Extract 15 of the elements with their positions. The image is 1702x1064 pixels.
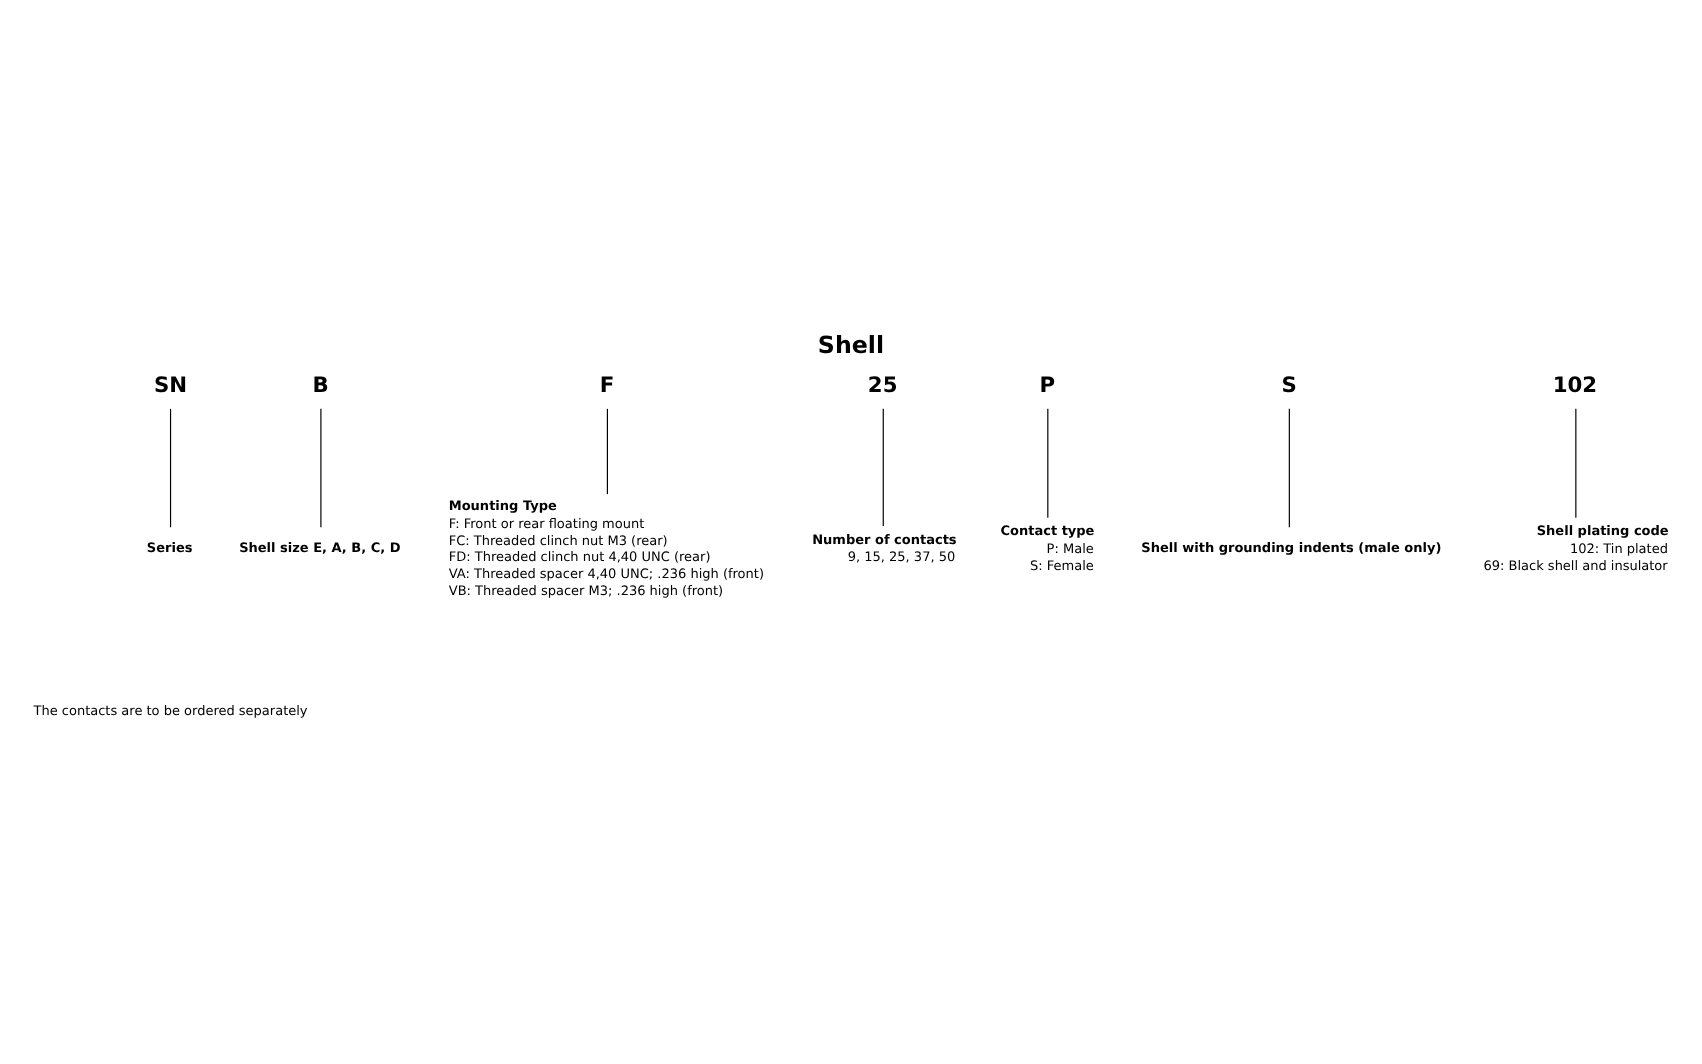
connector [1575,408,1577,519]
node-text: B [312,371,329,398]
node-text: S [1281,371,1297,398]
connector [320,408,322,528]
connector [1288,408,1290,528]
connector [169,408,172,528]
connector [1047,408,1049,519]
node-text: 102 [1552,371,1598,398]
connector [882,408,884,527]
connector [606,408,608,495]
node-text: 25 [867,371,898,398]
node-text: P [1039,371,1056,398]
node-text: SN [153,371,188,398]
node-text: F [599,371,615,398]
diagram-title: Shell [817,331,885,360]
